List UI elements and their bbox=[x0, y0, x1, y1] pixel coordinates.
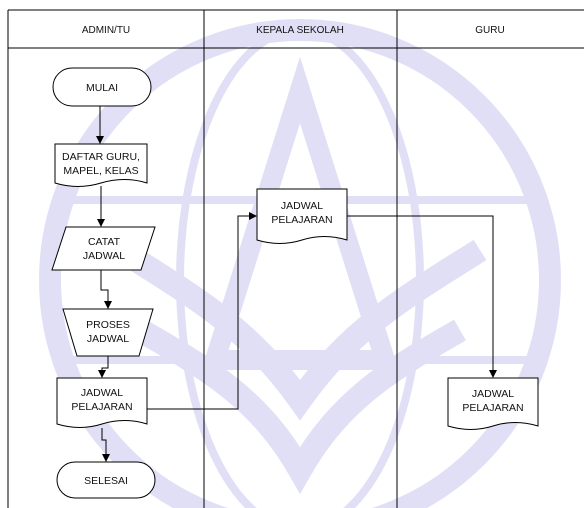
proses-label-line-1: PROSES bbox=[86, 319, 130, 331]
jadwal-admin-document-shape bbox=[56, 377, 148, 428]
connector-kepsek-to-guru bbox=[347, 215, 497, 378]
selesai-label: SELESAI bbox=[84, 475, 128, 487]
start-terminator bbox=[52, 67, 152, 107]
mulai-label: MULAI bbox=[86, 82, 118, 94]
daftar-document-shape bbox=[54, 143, 148, 187]
catat-label-line-2: JADWAL bbox=[83, 250, 125, 262]
connector-jadwal-to-selesai bbox=[101, 428, 110, 462]
jadwal-admin-label-line-1: JADWAL bbox=[81, 387, 123, 399]
jadwal-guru-label-line-2: PELAJARAN bbox=[462, 402, 523, 414]
jadwal-kepsek-document-shape bbox=[256, 188, 348, 244]
connector-admin-to-kepsek bbox=[147, 212, 257, 410]
connector-catat-to-proses bbox=[100, 270, 112, 309]
connector-proses-to-jadwal bbox=[98, 356, 109, 378]
lane-header-guru: GURU bbox=[475, 25, 504, 36]
jadwal-kepsek-label-line-1: JADWAL bbox=[281, 200, 323, 212]
end-terminator bbox=[56, 461, 156, 499]
daftar-label-line-1: DAFTAR GURU, bbox=[62, 151, 140, 163]
swimlane-frame bbox=[7, 9, 584, 508]
catat-label-line-1: CATAT bbox=[88, 236, 121, 248]
jadwal-guru-label-line-1: JADWAL bbox=[472, 388, 514, 400]
catat-input-shape bbox=[51, 226, 156, 271]
lane-header-kepala-sekolah: KEPALA SEKOLAH bbox=[256, 25, 344, 36]
proses-label-line-2: JADWAL bbox=[87, 333, 129, 345]
jadwal-kepsek-label-line-2: PELAJARAN bbox=[271, 214, 332, 226]
daftar-label-line-2: MAPEL, KELAS bbox=[63, 165, 138, 177]
jadwal-guru-document-shape bbox=[447, 377, 539, 430]
jadwal-admin-label-line-2: PELAJARAN bbox=[71, 401, 132, 413]
proses-manual-shape bbox=[62, 308, 154, 357]
lane-header-admin: ADMIN/TU bbox=[82, 25, 130, 36]
